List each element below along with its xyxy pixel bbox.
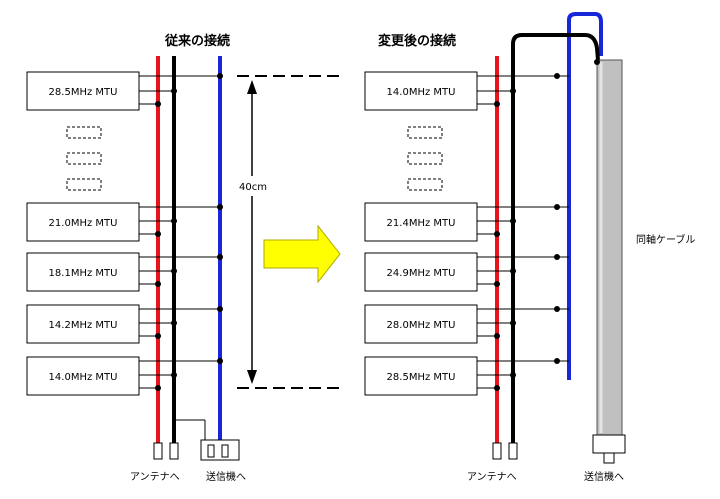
left-mtu-3-label: 18.1MHz MTU	[49, 268, 118, 279]
left-mtu-1-label: 28.5MHz MTU	[49, 87, 118, 98]
right-mtu-4-label: 28.0MHz MTU	[387, 320, 456, 331]
right-placeholder-3	[407, 178, 443, 191]
right-mtu-5-label: 28.5MHz MTU	[387, 372, 456, 383]
right-antenna-label: アンテナへ	[467, 471, 517, 483]
right-transmitter-label: 送信機へ	[584, 470, 624, 483]
left-placeholder-2	[66, 152, 102, 165]
left-mtu-1	[26, 71, 140, 111]
right-black-wire	[511, 33, 600, 443]
right-mtu-2-label: 21.4MHz MTU	[387, 218, 456, 229]
left-antenna-label: アンテナへ	[130, 471, 180, 483]
right-mtu-1	[364, 71, 478, 111]
left-mtu-5-label: 14.0MHz MTU	[49, 372, 118, 383]
left-transmitter-label: 送信機へ	[206, 470, 246, 483]
left-transmitter-box	[200, 439, 240, 461]
right-mtu-4	[364, 304, 478, 344]
left-mtu-3	[26, 252, 140, 292]
right-antenna-connector-black	[508, 442, 518, 460]
left-mtu-4-label: 14.2MHz MTU	[49, 320, 118, 331]
right-title: 変更後の接続	[378, 33, 456, 49]
left-placeholder-1	[66, 126, 102, 139]
left-mtu-4	[26, 304, 140, 344]
right-placeholder-1	[407, 126, 443, 139]
right-mtu-3	[364, 252, 478, 292]
transition-arrow-icon	[263, 224, 341, 284]
up-arrow-icon	[247, 80, 257, 94]
left-mtu-2	[26, 202, 140, 242]
right-mtu-1-label: 14.0MHz MTU	[387, 87, 456, 98]
left-placeholder-3	[66, 178, 102, 191]
right-transmitter-connector	[592, 434, 626, 454]
left-antenna-connector-black	[169, 442, 179, 460]
left-title: 従来の接続	[164, 33, 230, 49]
left-mtu-2-label: 21.0MHz MTU	[49, 218, 118, 229]
right-mtu-5	[364, 356, 478, 396]
right-mtu-3-label: 24.9MHz MTU	[387, 268, 456, 279]
dimension-label: 40cm	[239, 182, 267, 193]
down-arrow-icon	[247, 370, 257, 384]
coax-label: 同軸ケーブル	[636, 233, 695, 246]
right-mtu-2	[364, 202, 478, 242]
right-blue-wire	[567, 12, 603, 380]
right-placeholder-2	[407, 152, 443, 165]
right-antenna-connector-red	[492, 442, 502, 460]
left-mtu-5	[26, 356, 140, 396]
left-antenna-connector-red	[153, 442, 163, 460]
